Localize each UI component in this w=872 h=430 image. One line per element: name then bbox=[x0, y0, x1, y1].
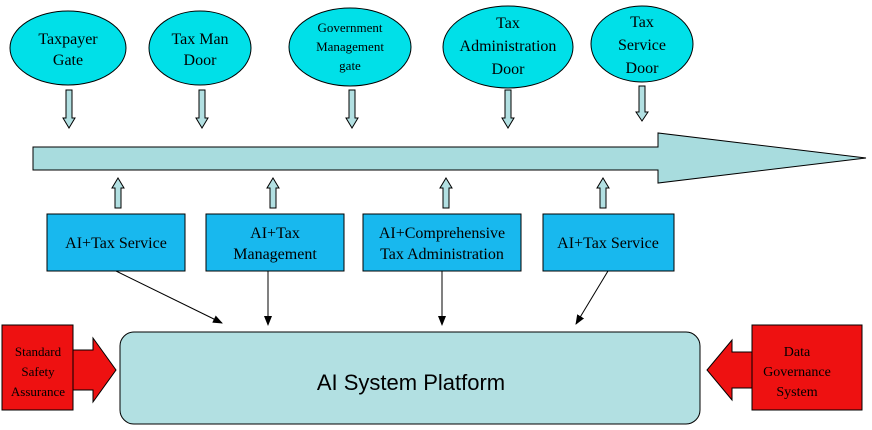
gate-tax-administration: Tax Administration Door bbox=[442, 5, 574, 89]
connector-arrow bbox=[115, 270, 223, 324]
service-box-label-line1: AI+Tax bbox=[250, 225, 300, 242]
service-box-label-line2: Management bbox=[233, 246, 317, 263]
service-box-ai-tax-service-2: AI+Tax Service bbox=[542, 213, 675, 272]
connector-arrow bbox=[575, 270, 609, 325]
up-arrow-icon bbox=[596, 177, 610, 209]
main-flow-arrow bbox=[32, 132, 867, 184]
gate-label-line2: Gate bbox=[53, 52, 83, 69]
gate-ellipse bbox=[148, 10, 252, 86]
support-label-line1: Data bbox=[784, 345, 811, 360]
up-arrow-icon bbox=[111, 177, 125, 209]
support-label-line2: Governance bbox=[763, 365, 831, 380]
gate-label-line1: Tax Man bbox=[171, 31, 228, 48]
gate-label-line2: Management bbox=[316, 39, 384, 54]
down-arrow-icon bbox=[345, 89, 359, 129]
support-box-left bbox=[1, 324, 74, 411]
data-governance-system: Data Governance System bbox=[706, 324, 863, 411]
standard-safety-assurance: Standard Safety Assurance bbox=[1, 324, 117, 411]
support-label-line3: System bbox=[776, 385, 817, 400]
ai-system-platform: AI System Platform bbox=[119, 331, 701, 425]
left-arrow-icon bbox=[706, 338, 753, 402]
gate-label-line1: Taxpayer bbox=[38, 31, 98, 48]
down-arrow-icon bbox=[501, 89, 515, 129]
service-box-ai-comprehensive: AI+Comprehensive Tax Administration bbox=[362, 213, 522, 272]
down-arrow-icon bbox=[195, 89, 209, 129]
platform-label: AI System Platform bbox=[317, 370, 505, 395]
gate-ellipse bbox=[442, 5, 574, 89]
gate-label-line1: Government bbox=[318, 20, 383, 35]
service-box-label-line2: Tax Administration bbox=[380, 246, 504, 263]
gate-ellipse bbox=[288, 7, 412, 87]
support-label-line2: Safety bbox=[21, 364, 55, 379]
gate-label-line3: Door bbox=[626, 60, 660, 77]
gate-label-line2: Service bbox=[618, 37, 666, 54]
service-box-rect bbox=[205, 213, 345, 272]
gate-ellipse bbox=[590, 5, 694, 83]
down-arrow-icon bbox=[635, 85, 649, 122]
service-box-ai-tax-management: AI+Tax Management bbox=[205, 213, 345, 272]
service-box-rect bbox=[46, 213, 186, 272]
service-box-label-line1: AI+Tax Service bbox=[65, 235, 167, 252]
gate-tax-man: Tax Man Door bbox=[148, 10, 252, 86]
gate-government-management: Government Management gate bbox=[288, 7, 412, 87]
gate-ellipse bbox=[9, 10, 127, 86]
gate-label-line3: Door bbox=[492, 61, 526, 78]
gate-label-line1: Tax bbox=[630, 14, 654, 31]
gate-taxpayer: Taxpayer Gate bbox=[9, 10, 127, 86]
gate-label-line2: Administration bbox=[460, 38, 557, 55]
up-arrow-icon bbox=[266, 177, 280, 209]
service-box-ai-tax-service-1: AI+Tax Service bbox=[46, 213, 186, 272]
service-box-label-line1: AI+Tax Service bbox=[557, 235, 659, 252]
up-arrow-icon bbox=[439, 177, 453, 209]
support-label-line1: Standard bbox=[15, 344, 62, 359]
platform-rect bbox=[119, 331, 701, 425]
right-arrow-icon bbox=[72, 336, 117, 404]
gate-tax-service: Tax Service Door bbox=[590, 5, 694, 83]
support-label-line3: Assurance bbox=[11, 384, 65, 399]
service-box-label-line1: AI+Comprehensive bbox=[379, 225, 505, 242]
down-arrow-icon bbox=[62, 89, 76, 129]
gate-label-line2: Door bbox=[184, 52, 218, 69]
gate-label-line3: gate bbox=[339, 58, 361, 73]
gate-label-line1: Tax bbox=[496, 15, 520, 32]
service-box-rect bbox=[542, 213, 675, 272]
